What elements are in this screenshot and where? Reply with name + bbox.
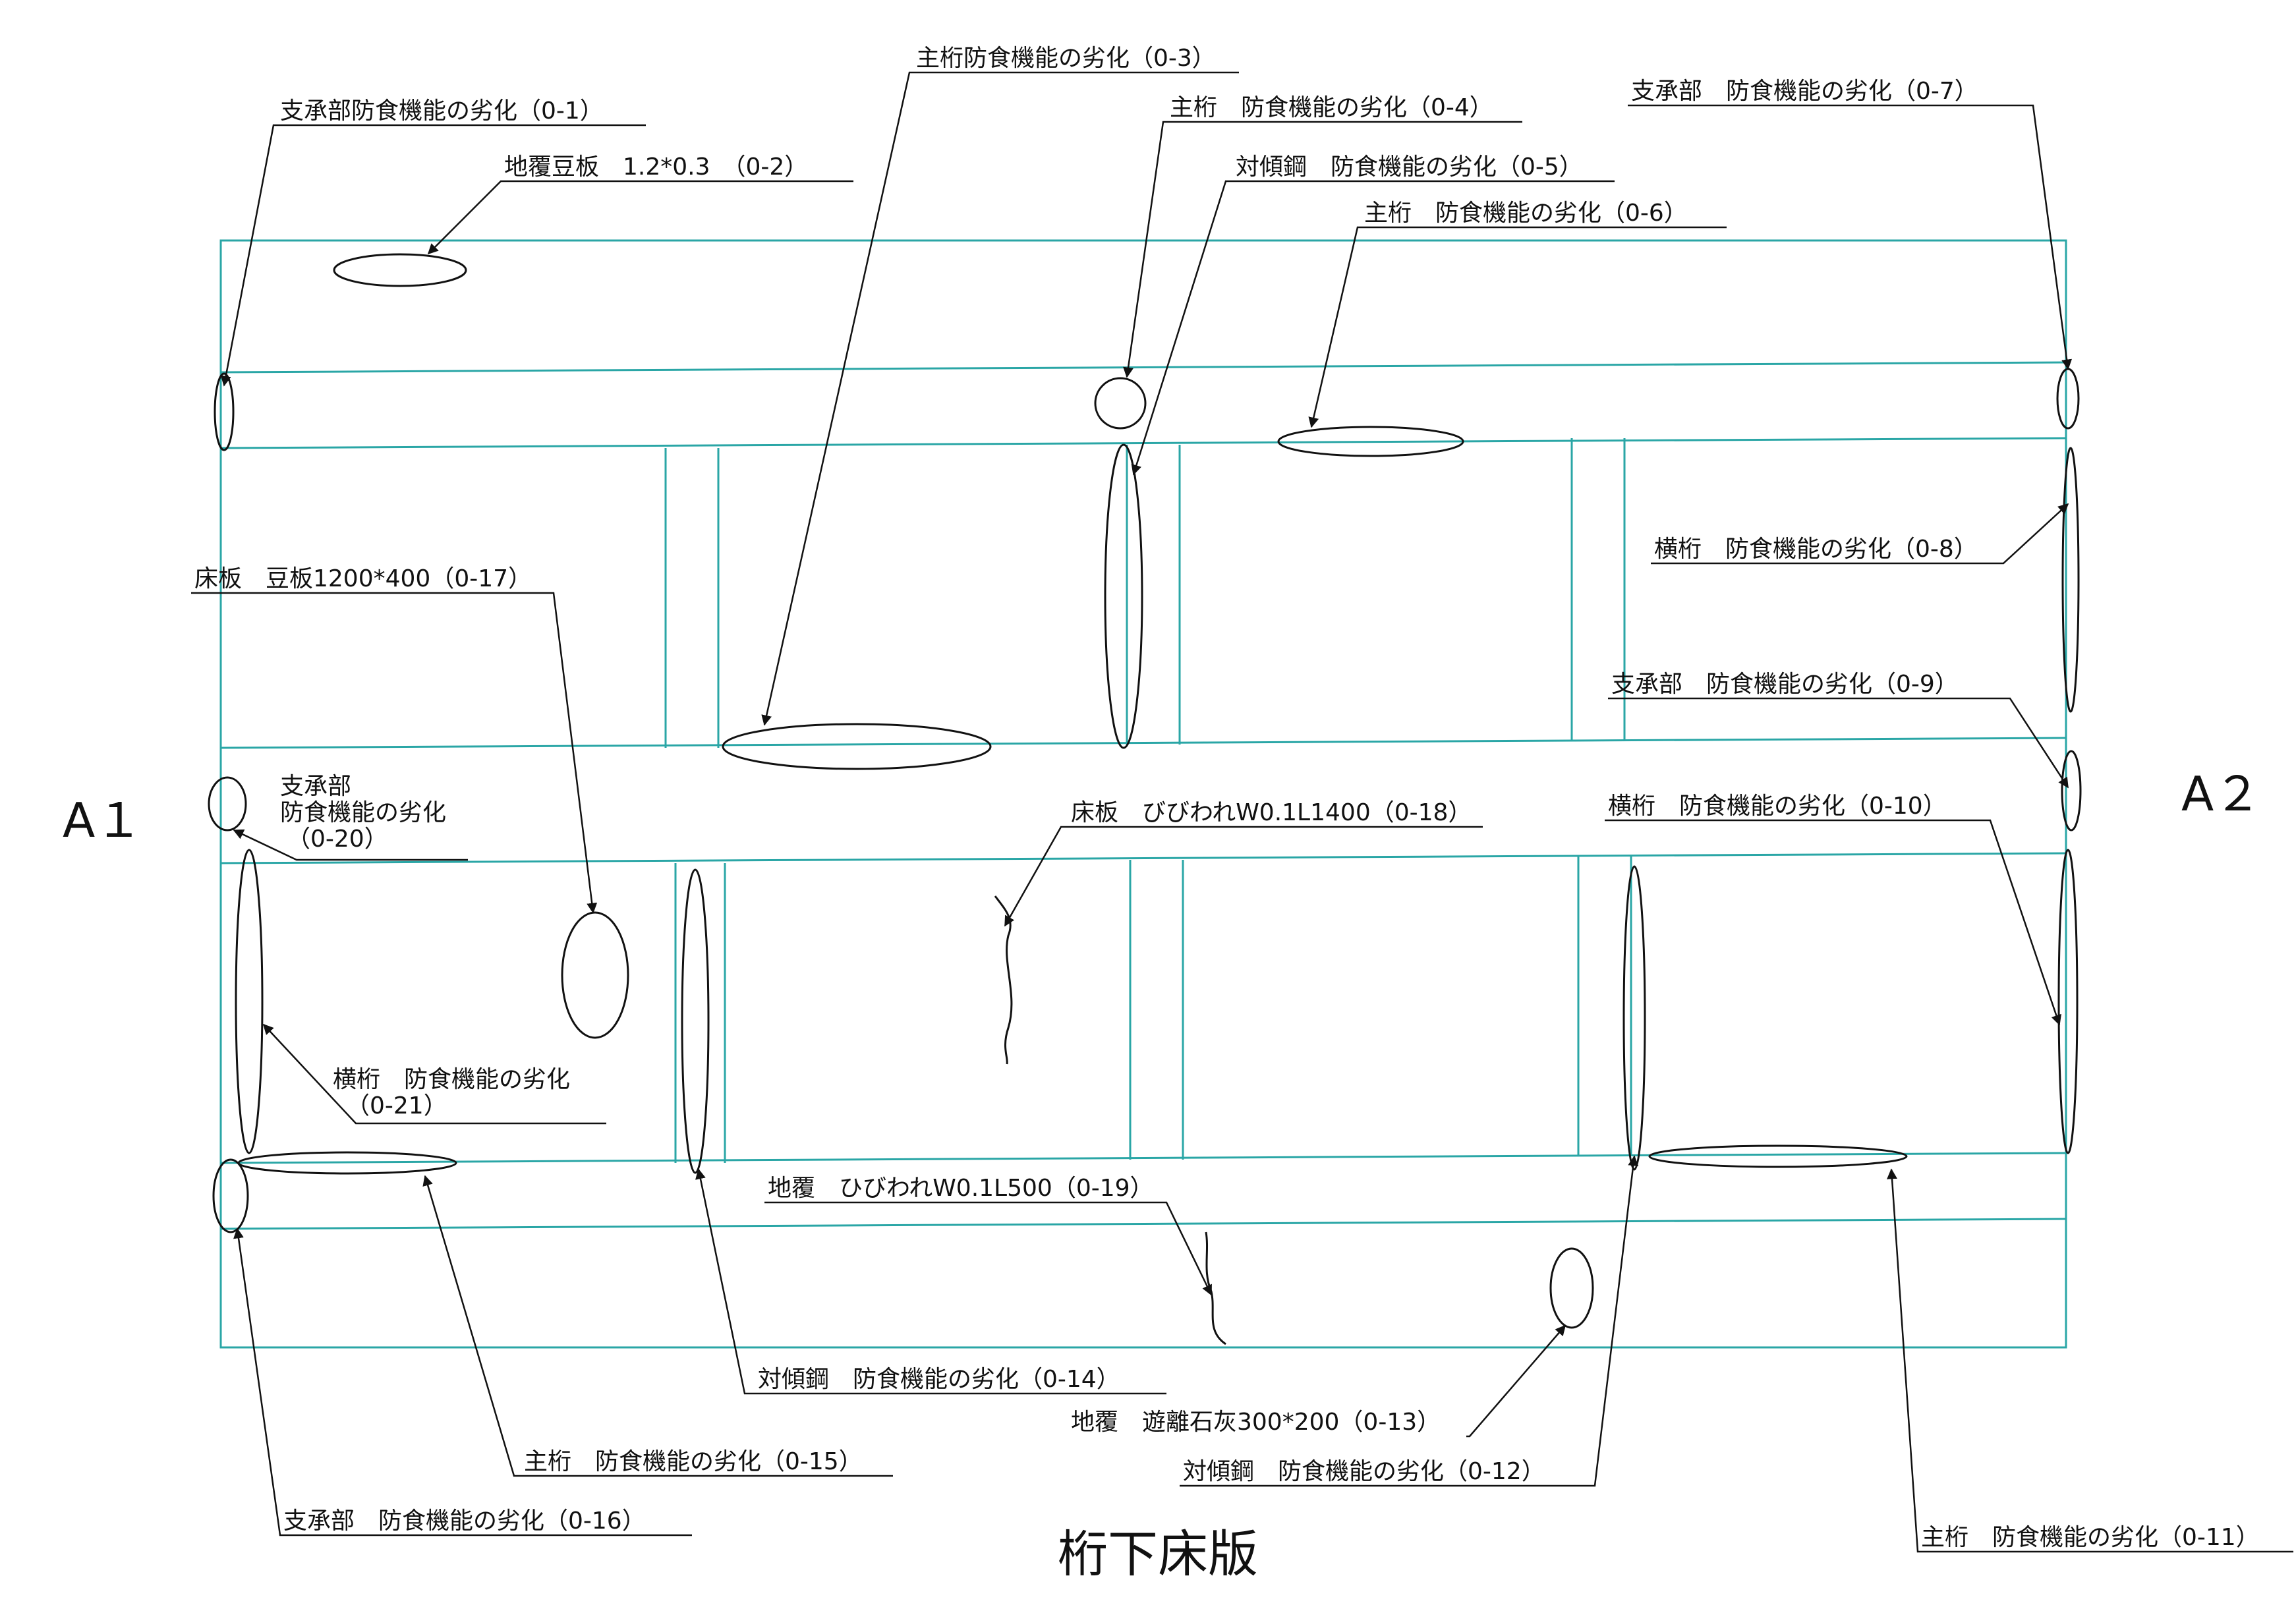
damage-ellipse xyxy=(1104,443,1143,749)
leader-line xyxy=(1004,826,1483,927)
leader-line xyxy=(764,1201,1213,1296)
annotation-label: （0-20） xyxy=(287,826,388,853)
leader-line xyxy=(191,592,598,914)
main-girder-line xyxy=(220,1218,2067,1230)
annotation-label: 支承部 防食機能の劣化（0-16） xyxy=(283,1508,646,1535)
main-girder-line xyxy=(220,852,2067,864)
annotation-label: 対傾鋼 防食機能の劣化（0-12） xyxy=(1183,1458,1545,1485)
damage-ellipse xyxy=(208,776,247,832)
annotation-label: 支承部防食機能の劣化（0-1） xyxy=(280,98,604,125)
damage-ellipse xyxy=(212,1158,249,1233)
damage-ellipse xyxy=(214,372,235,451)
annotation-label: 地覆 ひびわれW0.1L500（0-19） xyxy=(768,1175,1154,1202)
annotation-label: 対傾鋼 防食機能の劣化（0-5） xyxy=(1236,154,1583,181)
leader-lines xyxy=(191,71,2293,1553)
damage-ellipse xyxy=(1648,1144,1908,1168)
annotation-label: 床板 びびわれW0.1L1400（0-18） xyxy=(1071,799,1472,826)
drawing-title: 桁下床版 xyxy=(1058,1525,1258,1583)
annotation-label: 支承部 xyxy=(280,773,351,800)
main-girder-line xyxy=(220,361,2067,374)
leader-line xyxy=(262,1023,606,1125)
abutment-label-left: A１ xyxy=(63,793,142,848)
leader-line xyxy=(233,829,468,861)
damage-ellipse xyxy=(333,253,467,287)
leader-line xyxy=(233,1227,692,1537)
annotation-label: 床板 豆板1200*400（0-17） xyxy=(194,565,532,592)
annotation-label: 主桁 防食機能の劣化（0-11） xyxy=(1921,1524,2260,1551)
leader-line xyxy=(1887,1168,2293,1553)
annotation-label: 支承部 防食機能の劣化（0-9） xyxy=(1611,671,1959,698)
leader-line xyxy=(761,71,1239,726)
damage-ellipse xyxy=(561,911,629,1039)
abutment-label-right: A２ xyxy=(2181,766,2261,822)
annotation-label: 主桁 防食機能の劣化（0-6） xyxy=(1364,200,1688,227)
leader-line xyxy=(220,124,646,387)
annotation-label: 主桁 防食機能の劣化（0-15） xyxy=(524,1448,863,1475)
annotation-label: 支承部 防食機能の劣化（0-7） xyxy=(1631,78,1978,105)
annotation-label: 横桁 防食機能の劣化 xyxy=(333,1066,570,1093)
leader-line xyxy=(1131,180,1615,476)
main-girder-line xyxy=(220,1152,2067,1164)
damage-ellipse xyxy=(2061,447,2080,713)
annotation-label: 横桁 防食機能の劣化（0-8） xyxy=(1654,536,1978,563)
main-girder-line xyxy=(220,737,2067,749)
annotation-label: 地覆豆板 1.2*0.3 （0-2） xyxy=(504,154,808,181)
leader-line xyxy=(1608,697,2069,789)
damage-ellipse xyxy=(722,723,992,770)
leader-line xyxy=(695,1168,1166,1395)
damage-ellipse xyxy=(1549,1247,1594,1329)
leader-line xyxy=(1628,104,2073,370)
leader-line xyxy=(427,180,853,255)
damage-ellipse xyxy=(2056,368,2080,430)
damage-ellipse xyxy=(1277,426,1464,457)
annotation-label: 主桁防食機能の劣化（0-3） xyxy=(916,45,1216,72)
deck-outline xyxy=(219,239,2067,1349)
annotation-label: 主桁 防食機能の劣化（0-4） xyxy=(1170,94,1493,121)
annotation-label: （0-21） xyxy=(346,1092,447,1119)
leader-line xyxy=(1123,121,1522,378)
bridge-structure xyxy=(219,239,2067,1349)
leader-line xyxy=(1466,1324,1566,1438)
annotation-label: 対傾鋼 防食機能の劣化（0-14） xyxy=(758,1366,1120,1393)
annotation-label: 横桁 防食機能の劣化（0-10） xyxy=(1608,793,1947,820)
leader-line xyxy=(422,1175,893,1477)
damage-ellipse xyxy=(1622,865,1646,1171)
annotation-label: 地覆 遊離石灰300*200（0-13） xyxy=(1071,1409,1441,1436)
leader-line xyxy=(1308,226,1727,428)
damage-ellipse xyxy=(681,868,710,1174)
leader-line xyxy=(1605,819,2061,1026)
damage-ellipse xyxy=(235,849,264,1154)
annotation-labels: A１ A２ 桁下床版 支承部防食機能の劣化（0-1） 地覆豆板 1.2*0.3 … xyxy=(63,45,2261,1583)
leader-line xyxy=(1180,1155,1639,1487)
annotation-label: 防食機能の劣化 xyxy=(280,799,446,826)
crack-line xyxy=(994,895,1013,1065)
damage-ellipse xyxy=(2061,750,2082,832)
damage-ellipse xyxy=(1094,377,1147,430)
damage-ellipse xyxy=(2057,849,2079,1154)
leader-line xyxy=(1651,503,2069,565)
